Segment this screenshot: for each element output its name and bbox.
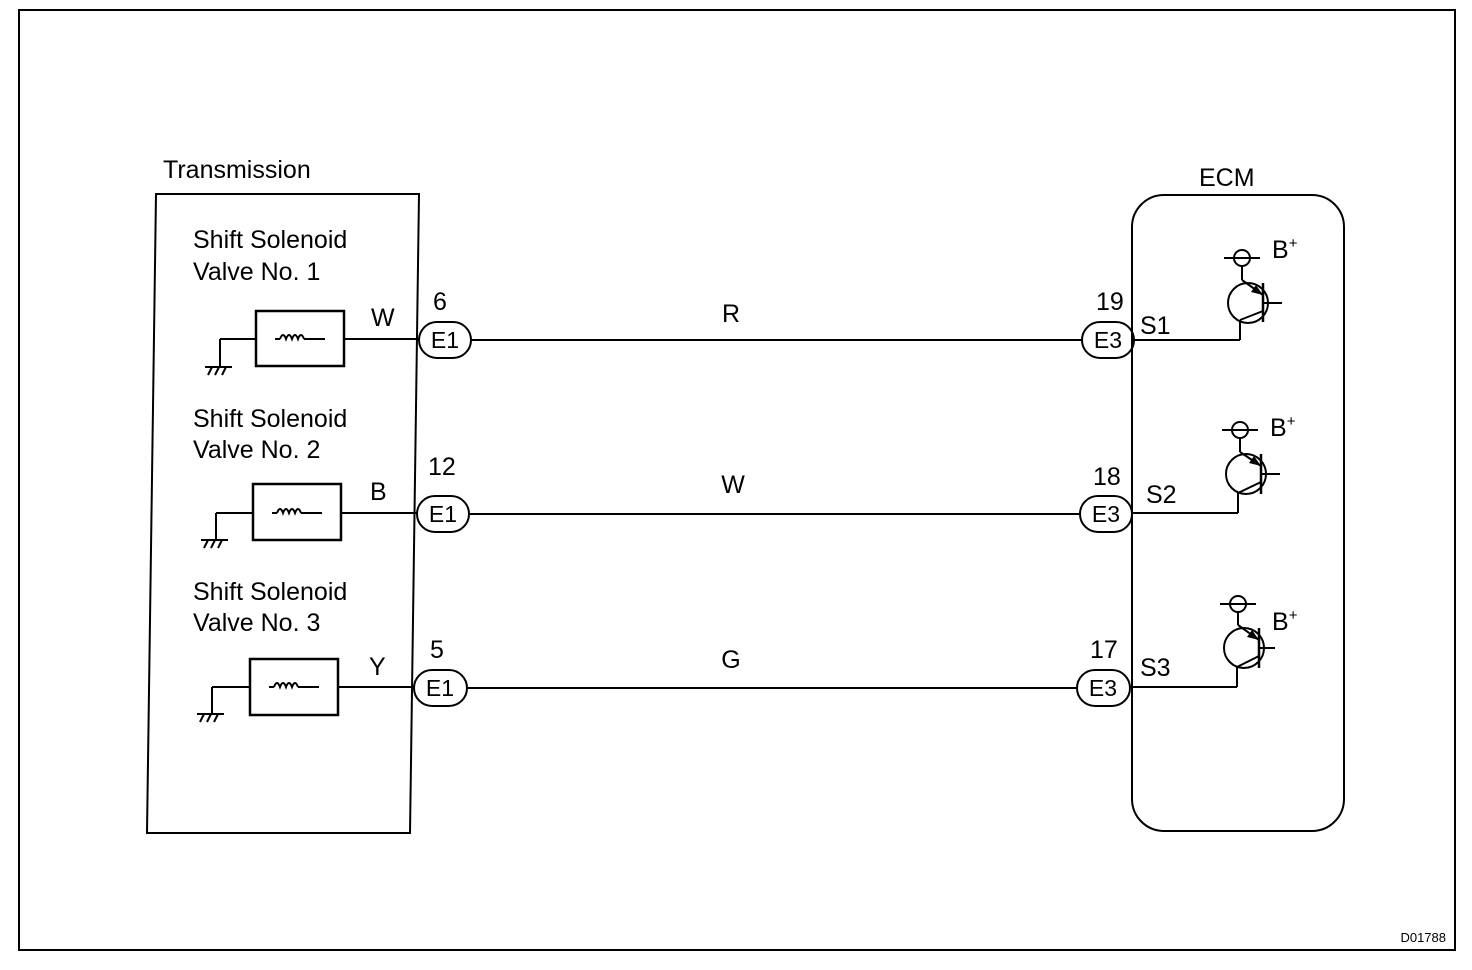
transistor-3-icon (1220, 595, 1275, 669)
solenoid-2-valve: Valve No. 2 (193, 436, 320, 464)
transmission-box (145, 193, 421, 834)
ecm-label: ECM (1199, 164, 1255, 192)
wire-3-color: G (721, 646, 740, 674)
transistor-1-icon (1224, 249, 1282, 324)
coil-1-icon (279, 334, 305, 342)
pin-1-left: 6 (433, 288, 447, 316)
coil-2-icon (276, 508, 302, 516)
solenoid-3-wire: Y (369, 653, 386, 681)
diagram-frame (18, 9, 1456, 951)
connector-3-right-label: E3 (1089, 675, 1117, 701)
supply-2: B+ (1270, 413, 1296, 442)
solenoid-3-name: Shift Solenoid (193, 578, 347, 606)
circuit-3: Shift Solenoid Valve No. 3 Y 5 E1 G 17 E… (193, 578, 1298, 723)
solenoid-2-box (251, 482, 343, 542)
connector-1-left-label: E1 (431, 327, 459, 353)
solenoid-2-wire: B (370, 478, 387, 506)
figure-code: D01788 (1400, 930, 1446, 945)
terminal-3: S3 (1140, 654, 1171, 682)
pin-3-right: 17 (1090, 636, 1118, 664)
solenoid-1-name: Shift Solenoid (193, 226, 347, 254)
pin-1-right: 19 (1096, 288, 1124, 316)
transistor-2-icon (1222, 421, 1280, 495)
solenoid-1-valve: Valve No. 1 (193, 258, 320, 286)
ground-3-icon (197, 686, 250, 723)
solenoid-3-valve: Valve No. 3 (193, 609, 320, 637)
circuit-1: Shift Solenoid Valve No. 1 W 6 E1 R 19 E… (193, 226, 1298, 376)
terminal-1: S1 (1140, 312, 1171, 340)
terminal-2: S2 (1146, 481, 1177, 509)
coil-3-icon (273, 682, 299, 690)
solenoid-1-wire: W (371, 304, 395, 332)
transmission-label: Transmission (163, 156, 311, 184)
solenoid-1-box (254, 309, 346, 368)
solenoid-3-box (248, 657, 340, 717)
pin-2-left: 12 (428, 453, 456, 481)
supply-3: B+ (1272, 607, 1298, 636)
connector-1-right-label: E3 (1094, 327, 1122, 353)
wire-1-color: R (722, 300, 740, 328)
ground-2-icon (201, 512, 253, 549)
connector-3-left-label: E1 (426, 675, 454, 701)
ground-1-icon (205, 338, 256, 376)
wire-2-color: W (721, 471, 745, 499)
connector-2-right-label: E3 (1092, 501, 1120, 527)
pin-2-right: 18 (1093, 463, 1121, 491)
solenoid-2-name: Shift Solenoid (193, 405, 347, 433)
connector-2-left-label: E1 (429, 501, 457, 527)
pin-3-left: 5 (430, 636, 444, 664)
supply-1: B+ (1272, 235, 1298, 264)
circuit-2: Shift Solenoid Valve No. 2 B 12 E1 W 18 … (193, 405, 1296, 549)
